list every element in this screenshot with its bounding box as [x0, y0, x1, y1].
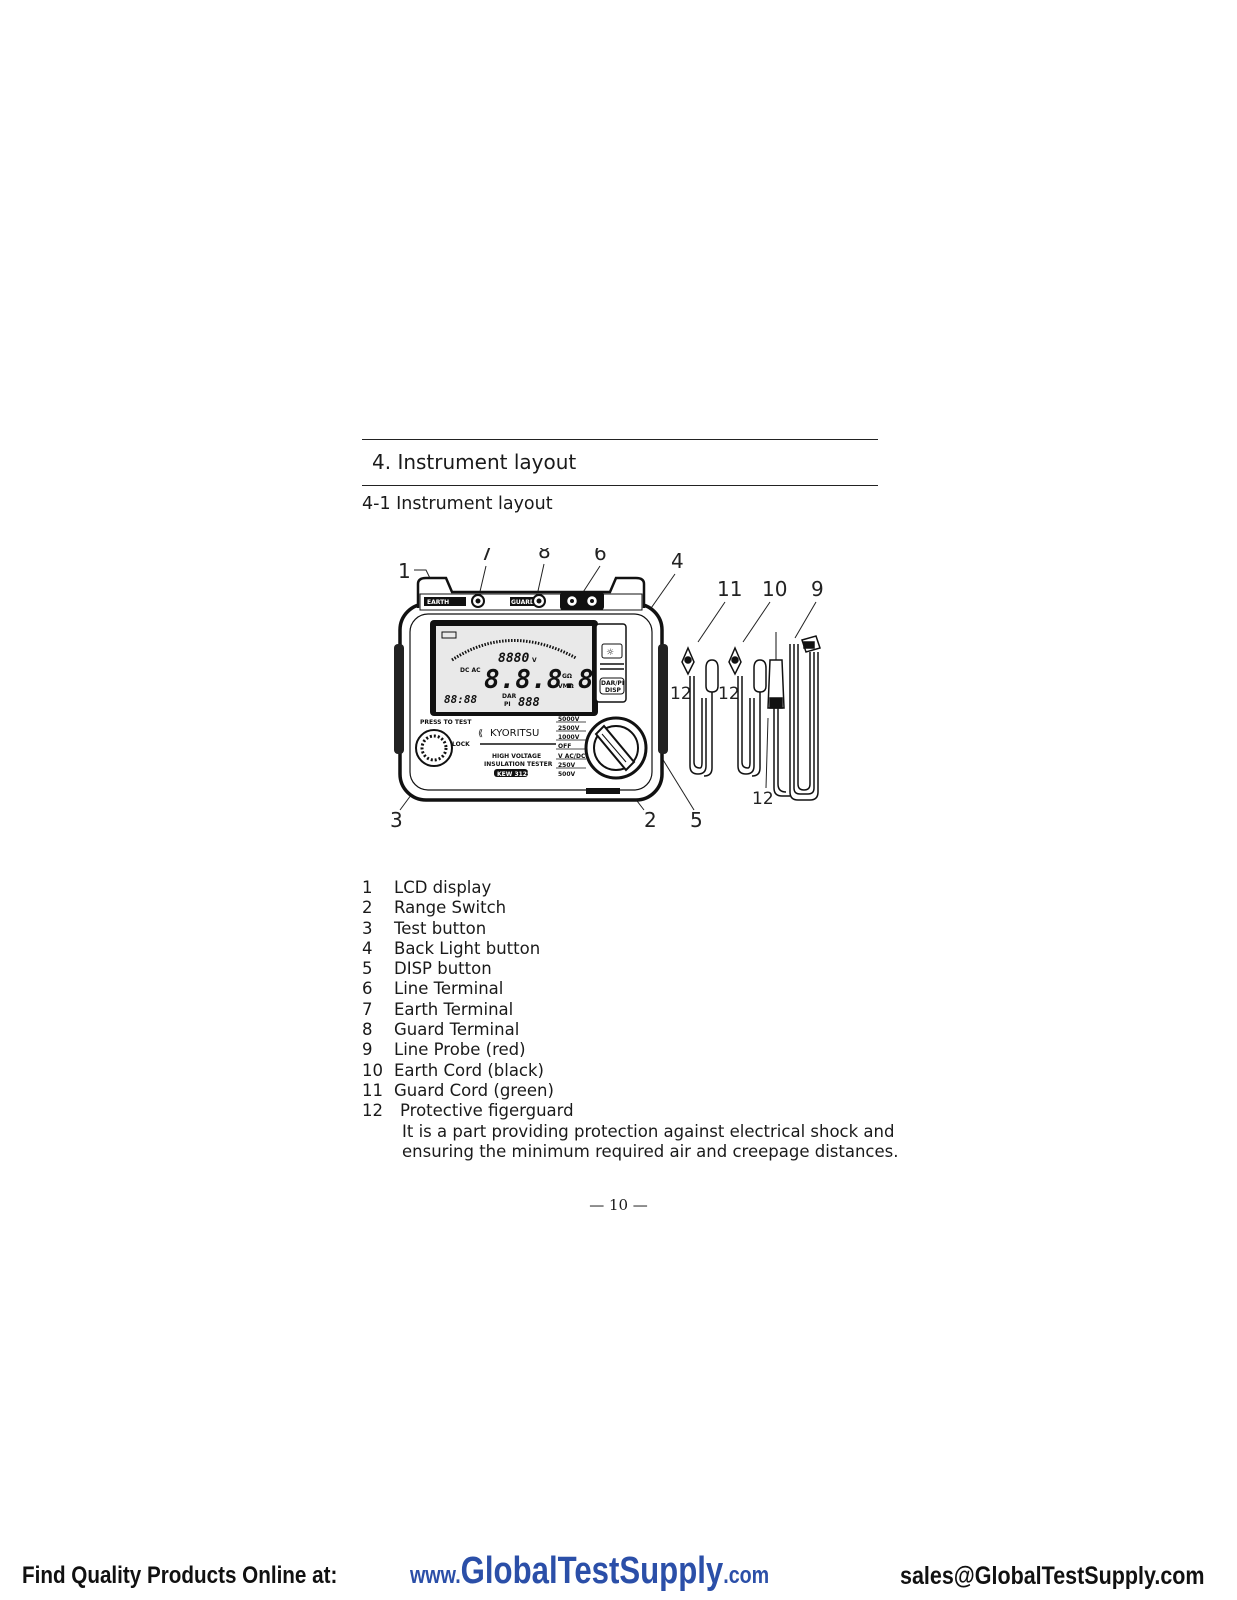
lcd-dcac: DC AC — [460, 667, 481, 674]
callout-1: 1 — [398, 559, 411, 583]
lcd-small: 888 — [518, 695, 540, 709]
callout-7: 7 — [480, 548, 493, 565]
product-line-1: HIGH VOLTAGE — [492, 753, 541, 760]
callout-8: 8 — [538, 548, 551, 563]
lock-label: LOCK — [452, 741, 470, 748]
earth-cord — [728, 646, 767, 777]
backlight-button[interactable] — [601, 643, 623, 659]
model-number: KEW 3125A — [497, 771, 536, 778]
footer-website-link[interactable]: www.GlobalTestSupply.com — [410, 1550, 770, 1592]
footer-email-link[interactable]: sales@GlobalTestSupply.com — [900, 1562, 1205, 1590]
lcd-display — [436, 626, 592, 712]
section-rule-bottom — [362, 485, 878, 486]
callout-4: 4 — [671, 549, 684, 573]
range-label-3: OFF — [558, 743, 571, 750]
disp-label-1: DAR/PI — [601, 680, 624, 687]
range-label-6: 500V — [558, 771, 576, 778]
lcd-main-value: 8.8.8.8 — [484, 665, 594, 695]
terminal-earth-label: EARTH — [427, 599, 449, 606]
section-title: 4. Instrument layout — [372, 450, 577, 474]
legend-note-line-1: It is a part providing protection agains… — [402, 1121, 895, 1141]
line-probe — [767, 632, 821, 801]
section-rule-top — [362, 439, 878, 440]
callout-3: 3 — [390, 808, 403, 832]
callout-6: 6 — [594, 548, 607, 565]
lcd-time: 88:88 — [444, 693, 477, 706]
page-number: — 10 — — [589, 1196, 648, 1214]
terminal-guard-label: GUARD — [511, 599, 535, 606]
subsection-title: 4-1 Instrument layout — [362, 494, 553, 514]
range-label-0: 5000V — [558, 716, 580, 723]
instrument-body: EARTH GUARD 8880 V DC AC 8.8.8.8 GΩ VMΩ … — [394, 576, 668, 802]
callout-12a: 12 — [670, 684, 692, 704]
press-to-test-label: PRESS TO TEST — [420, 719, 472, 726]
footer-tagline: Find Quality Products Online at: — [22, 1562, 338, 1589]
sun-icon: ☼ — [606, 648, 614, 658]
range-labels: 5000V 2500V 1000V OFF V AC/DC 250V 500V — [558, 716, 586, 778]
lcd-unit-bottom: VMΩ — [558, 683, 574, 690]
callout-10: 10 — [762, 577, 787, 601]
range-label-2: 1000V — [558, 734, 580, 741]
lcd-voltage-unit: V — [532, 657, 537, 664]
footer: Find Quality Products Online at: www.Glo… — [0, 1550, 1237, 1600]
range-label-4: V AC/DC — [558, 753, 586, 760]
callout-5: 5 — [690, 808, 703, 832]
callout-9: 9 — [811, 577, 824, 601]
instrument-layout-figure: 1 7 8 6 4 11 10 9 12 12 12 3 2 5 — [390, 548, 860, 848]
lcd-dar: DAR — [502, 693, 517, 700]
instrument-diagram: 1 7 8 6 4 11 10 9 12 12 12 3 2 5 — [390, 548, 824, 832]
callout-2: 2 — [644, 808, 657, 832]
lcd-unit-top: GΩ — [562, 673, 572, 680]
disp-label-2: DISP — [605, 687, 622, 694]
disp-button[interactable] — [599, 677, 625, 695]
callout-11: 11 — [717, 577, 742, 601]
range-label-5: 250V — [558, 762, 576, 769]
lcd-voltage: 8880 — [498, 651, 529, 666]
guard-cord — [681, 646, 719, 777]
callout-12b: 12 — [718, 684, 740, 704]
callout-12c: 12 — [752, 789, 774, 809]
range-label-1: 2500V — [558, 725, 580, 732]
product-line-2: INSULATION TESTER — [484, 761, 553, 768]
lcd-pi: PI — [504, 701, 511, 708]
kyoritsu-logo-icon: ⟪ — [478, 729, 483, 739]
legend-note-line-2: ensuring the minimum required air and cr… — [402, 1141, 899, 1161]
brand-name: KYORITSU — [490, 728, 539, 739]
